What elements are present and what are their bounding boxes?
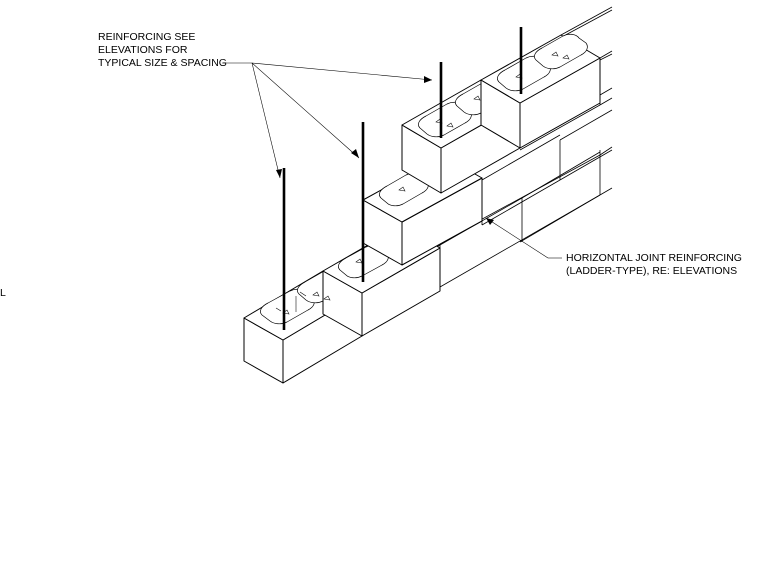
label-reinforcing-line-1: REINFORCING SEE — [98, 31, 195, 43]
edge-mark: L — [0, 287, 6, 299]
cmu-block-top-rear — [480, 6, 613, 149]
label-joint-line-2: (LADDER-TYPE), RE: ELEVATIONS — [566, 265, 737, 277]
label-reinforcing: REINFORCING SEE ELEVATIONS FOR TYPICAL S… — [98, 31, 227, 69]
vertical-rebars — [282, 27, 523, 330]
leader-joint-reinforcing — [485, 217, 562, 259]
label-joint-line-1: HORIZONTAL JOINT REINFORCING — [566, 252, 742, 264]
leaders-reinforcing — [222, 62, 433, 179]
label-reinforcing-line-3: TYPICAL SIZE & SPACING — [98, 57, 227, 69]
label-joint-reinforcing: HORIZONTAL JOINT REINFORCING (LADDER-TYP… — [566, 252, 742, 277]
label-reinforcing-line-2: ELEVATIONS FOR — [98, 44, 188, 56]
